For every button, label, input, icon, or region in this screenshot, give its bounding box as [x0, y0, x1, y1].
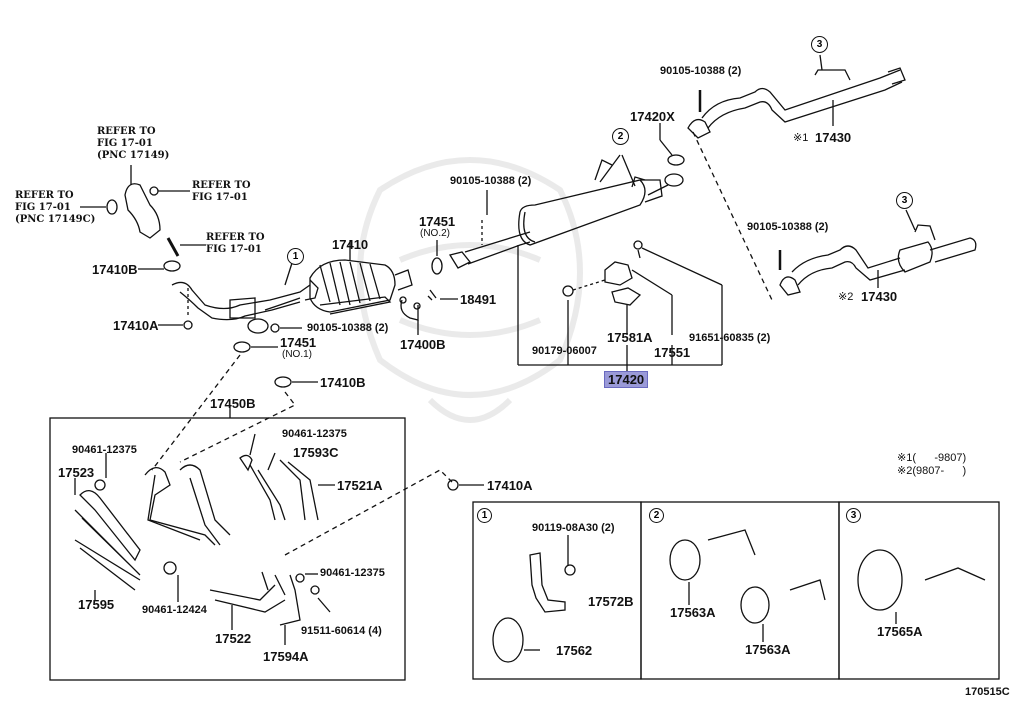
- watermark-logo: [357, 157, 583, 423]
- refer-label-pnc-17149: REFER TO FIG 17-01 (PNC 17149): [97, 126, 169, 162]
- callout-3-lower[interactable]: 3: [896, 192, 913, 209]
- part-17572b[interactable]: 17572B: [588, 594, 634, 609]
- part-17551[interactable]: 17551: [654, 345, 691, 360]
- detail-box-2: [640, 501, 840, 680]
- detail-box-1-id: 1: [477, 508, 492, 523]
- part-90461-12375-b[interactable]: 90461-12375: [282, 428, 347, 440]
- part-90461-12375-a[interactable]: 90461-12375: [72, 444, 137, 456]
- refer-line: REFER TO: [192, 180, 251, 191]
- refer-line: FIG 17-01: [15, 202, 71, 213]
- refer-line: FIG 17-01: [97, 138, 153, 149]
- part-17450b[interactable]: 17450B: [210, 396, 256, 411]
- muffler-subassy-bracket: [517, 240, 723, 372]
- refer-line: (PNC 17149): [97, 150, 170, 161]
- part-17594a[interactable]: 17594A: [263, 649, 309, 664]
- part-17562[interactable]: 17562: [556, 643, 593, 658]
- figure-id: 170515C: [965, 686, 1010, 698]
- note-row-1: ※1( -9807): [897, 451, 966, 464]
- part-17410b-upper[interactable]: 17410B: [92, 262, 138, 277]
- note-range: ( -9807): [912, 452, 967, 464]
- part-17521a[interactable]: 17521A: [337, 478, 383, 493]
- callout-3-upper[interactable]: 3: [811, 36, 828, 53]
- refer-label-stud: REFER TO FIG 17-01: [206, 232, 265, 256]
- part-17410a-upper[interactable]: 17410A: [113, 318, 159, 333]
- part-17565a[interactable]: 17565A: [877, 624, 923, 639]
- part-17523[interactable]: 17523: [58, 465, 95, 480]
- part-90119-08a30[interactable]: 90119-08A30 (2): [532, 522, 615, 534]
- part-90179-06007[interactable]: 90179-06007: [532, 345, 597, 357]
- part-17420x[interactable]: 17420X: [630, 109, 675, 124]
- part-17410[interactable]: 17410: [332, 237, 369, 252]
- part-17581a[interactable]: 17581A: [607, 330, 653, 345]
- exhaust-manifold-elbow: [106, 183, 180, 257]
- note-mark: ※2: [897, 465, 913, 477]
- tail-pipe-2: [779, 224, 977, 296]
- part-17595[interactable]: 17595: [78, 597, 115, 612]
- note-row-2: ※2(9807- ): [897, 464, 966, 477]
- part-90461-12424[interactable]: 90461-12424: [142, 604, 207, 616]
- note-mark-2: ※2: [838, 291, 854, 303]
- part-17563a-first[interactable]: 17563A: [670, 605, 716, 620]
- refer-line: (PNC 17149C): [15, 214, 96, 225]
- part-90105-10388-tail2[interactable]: 90105-10388 (2): [747, 221, 829, 233]
- hose-set: [74, 454, 320, 626]
- part-17451-no1-sub: (NO.1): [282, 349, 312, 360]
- refer-label-nut: REFER TO FIG 17-01: [192, 180, 251, 204]
- part-91511-60614[interactable]: 91511-60614 (4): [301, 625, 382, 637]
- refer-line: REFER TO: [15, 190, 74, 201]
- part-17410b-lower[interactable]: 17410B: [320, 375, 366, 390]
- part-17451-no2-sub: (NO.2): [420, 228, 450, 239]
- part-17430-type2[interactable]: 17430: [861, 289, 898, 304]
- tail-pipe-1: [687, 67, 906, 139]
- part-18491[interactable]: 18491: [460, 292, 497, 307]
- part-17400b[interactable]: 17400B: [400, 337, 446, 352]
- note-mark: ※1: [897, 452, 913, 464]
- part-17593c[interactable]: 17593C: [293, 445, 339, 460]
- refer-line: FIG 17-01: [206, 244, 262, 255]
- part-91651-60835[interactable]: 91651-60835 (2): [689, 332, 771, 344]
- refer-label-pnc-17149c: REFER TO FIG 17-01 (PNC 17149C): [15, 190, 95, 226]
- part-17410a-lower[interactable]: 17410A: [487, 478, 533, 493]
- refer-line: REFER TO: [97, 126, 156, 137]
- part-17451-no2[interactable]: 17451: [419, 214, 456, 229]
- part-17522[interactable]: 17522: [215, 631, 252, 646]
- part-90105-10388-tail1[interactable]: 90105-10388 (2): [660, 65, 742, 77]
- muffler-assembly: [448, 159, 684, 269]
- part-17451-no1[interactable]: 17451: [280, 335, 317, 350]
- part-90105-10388-muffler[interactable]: 90105-10388 (2): [450, 175, 532, 187]
- note-range: (9807- ): [912, 465, 967, 477]
- front-pipe-17410: [171, 259, 413, 334]
- refer-line: REFER TO: [206, 232, 265, 243]
- callout-2[interactable]: 2: [612, 128, 629, 145]
- note-mark-1: ※1: [793, 132, 809, 144]
- part-17420-highlighted[interactable]: 17420: [604, 371, 649, 388]
- detail-box-3-id: 3: [846, 508, 861, 523]
- part-90105-10388-cat[interactable]: 90105-10388 (2): [307, 322, 389, 334]
- callout-1[interactable]: 1: [287, 248, 304, 265]
- part-90461-12375-c[interactable]: 90461-12375: [320, 567, 385, 579]
- sub-assembly-box: [49, 417, 406, 681]
- part-17563a-second[interactable]: 17563A: [745, 642, 791, 657]
- detail-box-2-id: 2: [649, 508, 664, 523]
- refer-line: FIG 17-01: [192, 192, 248, 203]
- part-17430-type1[interactable]: 17430: [815, 130, 852, 145]
- detail-box-3: [838, 501, 1000, 680]
